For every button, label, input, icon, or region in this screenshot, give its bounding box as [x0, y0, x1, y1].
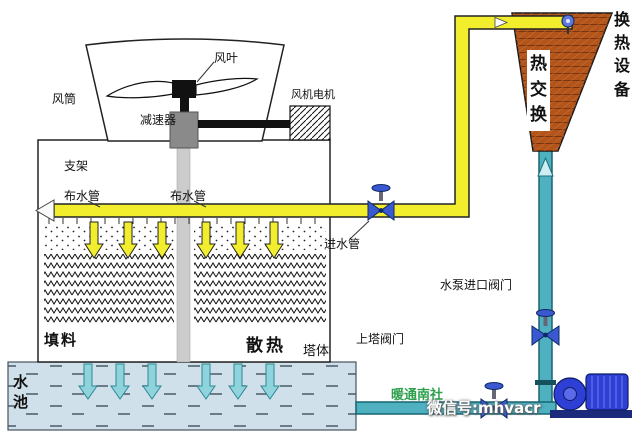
water-pool: [7, 361, 357, 431]
inlet-pipe-label: 进水管: [324, 237, 361, 251]
fan-blade-label: 风叶: [214, 51, 239, 65]
heat-exchange-equipment-label: 换热设备: [614, 10, 631, 99]
spray-zone: [44, 226, 326, 250]
fill-material-label: 填料: [44, 331, 79, 349]
pump-base: [550, 410, 632, 418]
pump-inlet-valve-label: 水泵进口阀门: [440, 278, 513, 292]
riser-pipe: [538, 145, 553, 411]
water-distribution-pipe-label-right: 布水管: [170, 189, 207, 203]
spray-nozzles: [44, 218, 326, 224]
reducer-label: 减速器: [140, 113, 177, 127]
drive-shaft: [198, 120, 290, 128]
cold-water-drop-arrows: [78, 363, 280, 400]
gauge-icon: [561, 14, 575, 34]
inlet-valve: [367, 184, 395, 221]
fan-hub: [172, 80, 196, 98]
watermark-wechat: 微信号:mhvacr: [427, 399, 541, 417]
water-pump: [550, 373, 632, 418]
tower-body: [37, 139, 331, 363]
heat-dissipation-label: 散热: [246, 336, 286, 356]
reducer-box: [169, 111, 199, 149]
fan-housing: [85, 38, 331, 149]
water-distribution-pipe-label-left: 布水管: [64, 189, 101, 203]
fill-material-blocks: [44, 254, 326, 324]
watermark-brand: 暖通南社: [391, 388, 444, 403]
flow-up-arrow: [537, 156, 554, 177]
pipe-flange: [535, 380, 556, 385]
fan-motor-label: 风机电机: [291, 88, 335, 101]
center-shaft-column: [176, 147, 191, 363]
hot-water-spray-arrows: [84, 221, 284, 259]
hot-water-pipe: [35, 15, 573, 222]
riser-valve: [531, 309, 560, 346]
flow-right-arrow: [494, 16, 509, 29]
pump-inlet-valve: [480, 382, 508, 420]
heat-exchange-label: 热交换: [527, 50, 550, 131]
support-label: 支架: [64, 159, 89, 173]
tower-body-label: 塔体: [303, 344, 330, 359]
flow-left-arrow: [35, 199, 55, 222]
water-pool-label: 水池: [13, 373, 29, 412]
up-tower-valve-label: 上塔阀门: [356, 332, 405, 346]
leader-lines: [87, 61, 370, 240]
wind-cylinder-label: 风筒: [52, 92, 77, 106]
